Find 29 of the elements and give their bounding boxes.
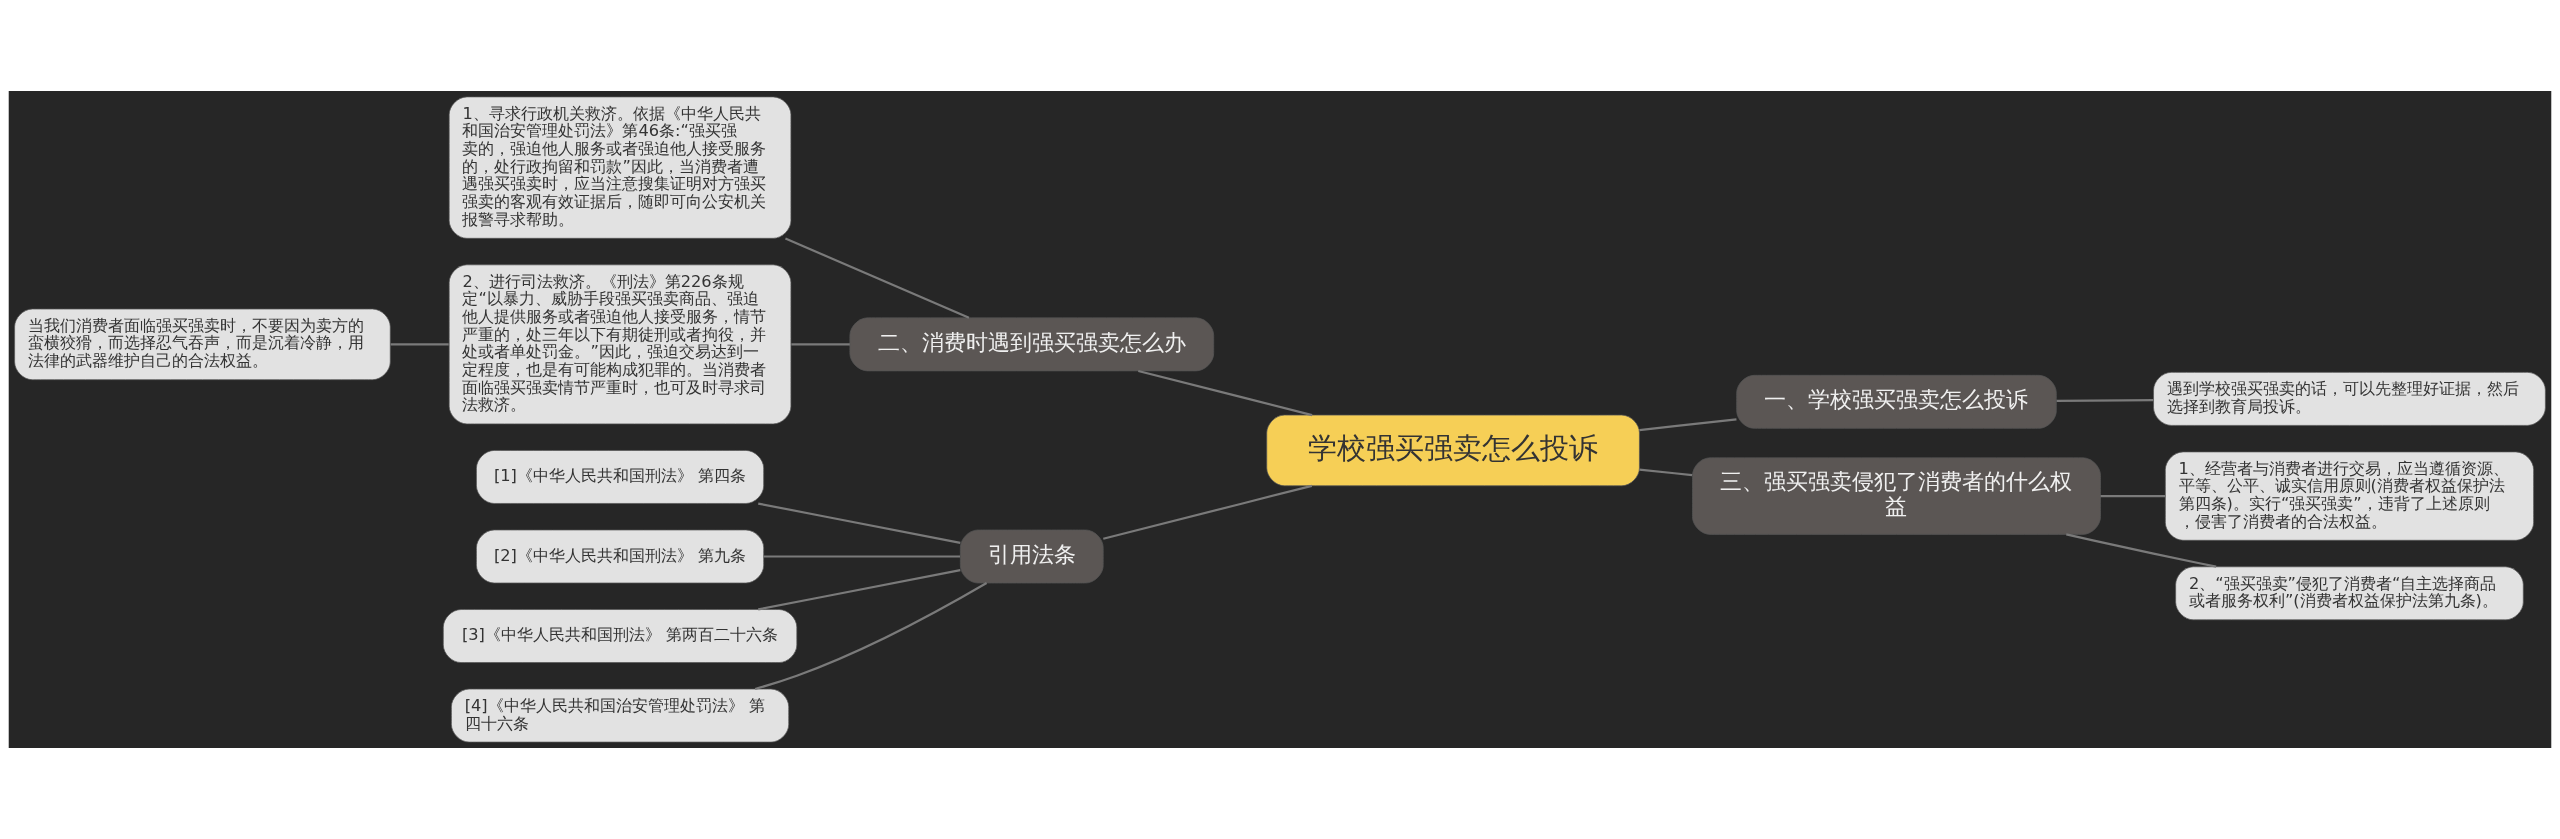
connector [758, 502, 961, 544]
connector [1138, 369, 1313, 417]
node-box: 二、消费时遇到强买强卖怎么办 [849, 317, 1215, 372]
node-box: 三、强买强卖侵犯了消费者的什么权益 [1692, 457, 2101, 535]
node-box: 当我们消费者面临强买强卖时，不要因为卖方的蛮横狡猾，而选择忍气吞声，而是沉着冷静，用法律的武器维护自己的合法权益。 [14, 308, 391, 381]
connector [2100, 495, 2165, 498]
connector [1639, 418, 1737, 432]
connector [2066, 533, 2217, 568]
connector [763, 555, 961, 558]
node-box: [3]《中华人民共和国刑法》 第两百二十六条 [442, 609, 798, 663]
node-box: 1、寻求行政机关救济。依据《中华人民共和国治安管理处罚法》第46条:“强买强卖的，强迫他人服务或者强迫他人接受服务的，处行政拘留和罚款”因此，当消费者遭遇强买强卖时，应当注意搜集证明对方强买强卖的客观有效证据后，随即可向公安机关报警寻求帮助。 [448, 96, 792, 239]
connector [2056, 399, 2154, 402]
node-box: [4]《中华人民共和国治安管理处罚法》 第四十六条 [451, 688, 790, 743]
connector [754, 582, 988, 691]
connector [785, 237, 970, 319]
connector [758, 569, 961, 611]
node-box: 引用法条 [959, 529, 1104, 584]
connector [1103, 484, 1313, 540]
node-box: 遇到学校强买强卖的话，可以先整理好证据，然后选择到教育局投诉。 [2153, 372, 2546, 426]
node-box: 学校强买强卖怎么投诉 [1266, 414, 1640, 487]
connector [390, 343, 449, 346]
node-box: 2、进行司法救济。《刑法》第226条规定“以暴力、威胁手段强买强卖商品、强迫他人提供服务或者强迫他人接受服务，情节严重的，处三年以下有期徒刑或者拘役，并处或者单处罚金。”因此，强迫交易达到一定程度，也是有可能构成犯罪的。当消费者面临强买强卖情节严重时，也可及时寻求司法救济。 [448, 264, 792, 425]
node-box: 1、经营者与消费者进行交易，应当遵循资源、平等、公平、诚实信用原则(消费者权益保护法第四条)。实行“强买强卖”，违背了上述原则，侵害了消费者的合法权益。 [2164, 451, 2534, 541]
node-box: 2、“强买强卖”侵犯了消费者“自主选择商品或者服务权利”(消费者权益保护法第九条)。 [2175, 566, 2524, 621]
connector [1639, 468, 1693, 477]
connector [791, 343, 850, 346]
node-box: 一、学校强买强卖怎么投诉 [1736, 374, 2057, 429]
node-box: [2]《中华人民共和国刑法》 第九条 [476, 529, 765, 584]
node-box: [1]《中华人民共和国刑法》 第四条 [476, 450, 765, 504]
